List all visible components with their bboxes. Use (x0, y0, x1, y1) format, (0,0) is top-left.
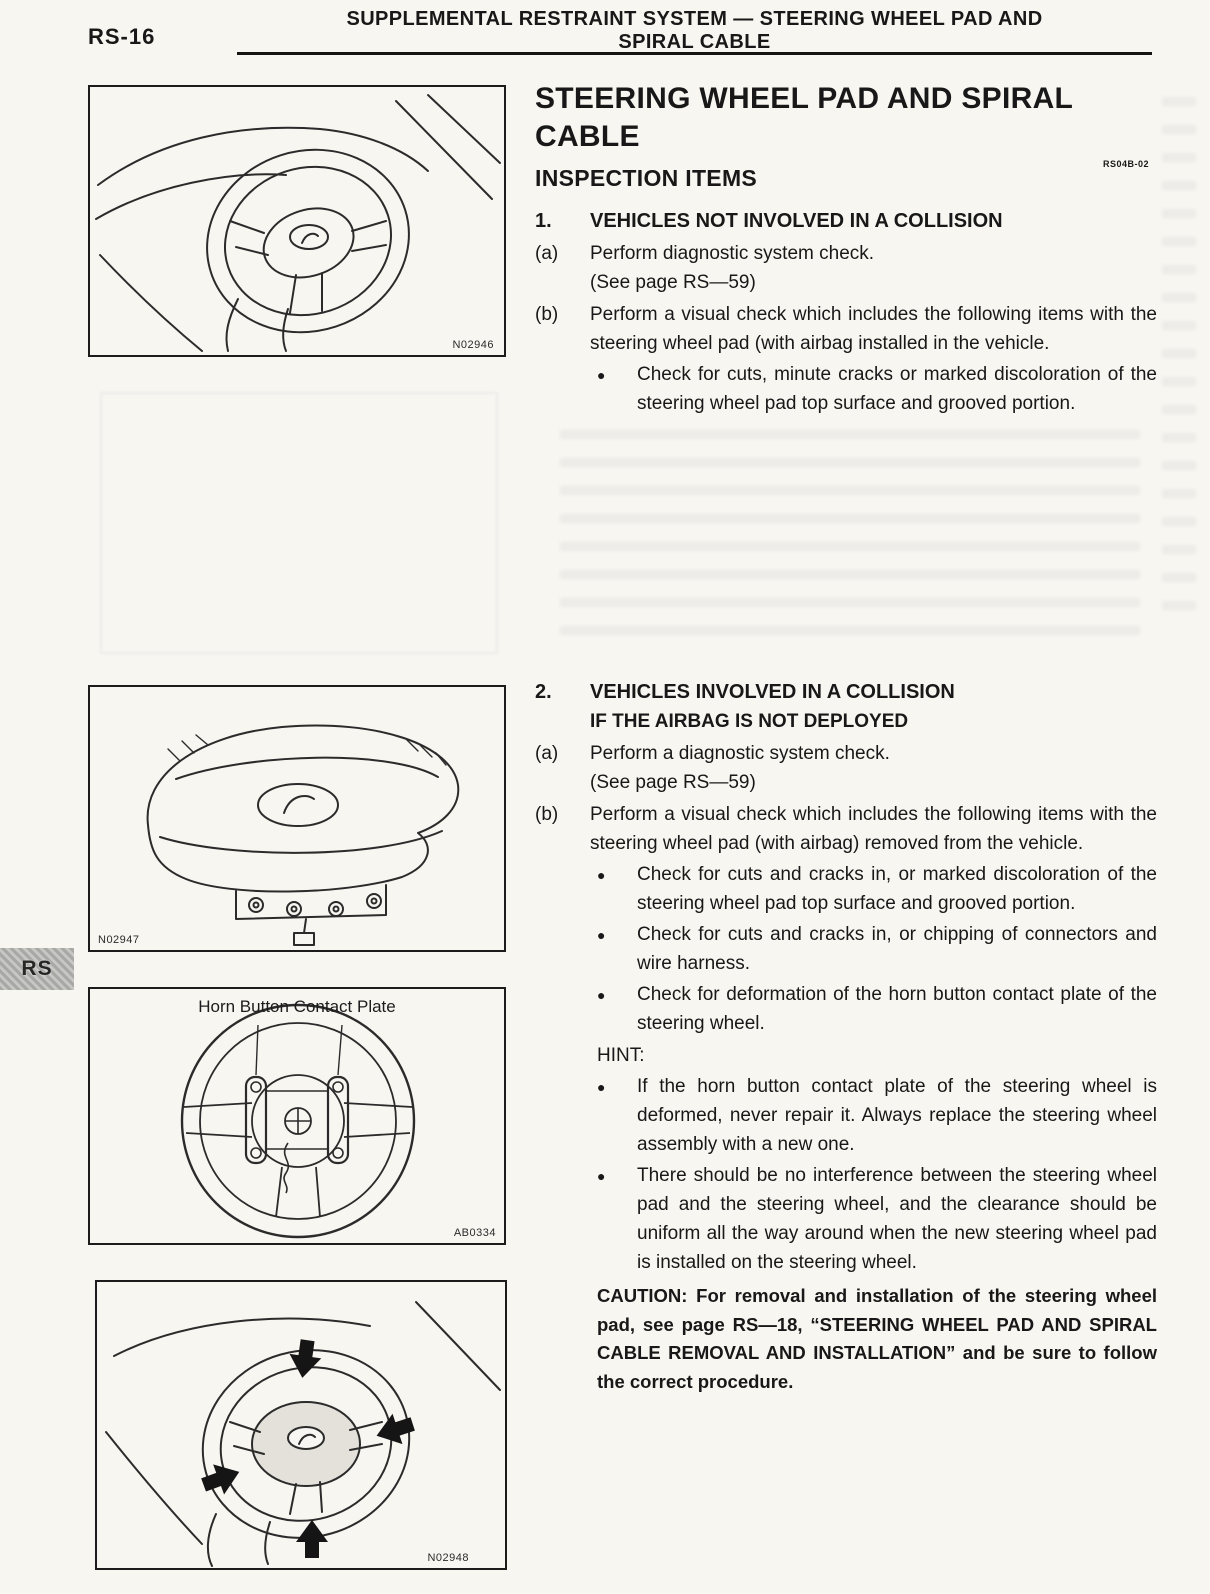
bleed-through-artifact (1162, 90, 1196, 610)
doc-code: RS04B-02 (1102, 159, 1149, 169)
step-text: Perform a visual check which includes th… (590, 304, 1157, 354)
step-a-line2: (See page RS—59) (590, 272, 756, 293)
section-2-heading: 2. VEHICLES INVOLVED IN A COLLISION (535, 678, 1157, 707)
step-b: (b) Perform a visual check which include… (535, 800, 1157, 858)
page-header-title: SUPPLEMENTAL RESTRAINT SYSTEM — STEERING… (237, 8, 1152, 54)
bullet-text: There should be no interference between … (637, 1165, 1157, 1273)
bleed-through-artifact (100, 392, 498, 654)
figure-code: N02948 (427, 1552, 469, 1564)
hint-label: HINT: (597, 1045, 645, 1066)
caution-note: CAUTION: For removal and installation of… (597, 1285, 1157, 1392)
bullet-text: Check for deformation of the horn button… (637, 984, 1157, 1034)
header-line1: SUPPLEMENTAL RESTRAINT SYSTEM — STEERING… (346, 8, 1043, 30)
bullet-text: Check for cuts and cracks in, or chippin… (637, 924, 1157, 974)
bullet-icon: ● (597, 367, 606, 383)
figure-label: Horn Button Contact Plate (198, 997, 396, 1016)
check-bullet: ● Check for cuts and cracks in, or chipp… (597, 920, 1157, 978)
section-1-number: 1. (535, 210, 552, 232)
figure-horn-button-contact-plate: Horn Button Contact Plate AB0334 (88, 987, 506, 1245)
inspection-items-heading: INSPECTION ITEMS (535, 165, 758, 191)
step-text: Perform a visual check which includes th… (590, 804, 1157, 854)
step-a: (a) Perform a diagnostic system check. (… (535, 739, 1157, 797)
section-1-heading-text: VEHICLES NOT INVOLVED IN A COLLISION (590, 210, 1003, 232)
bleed-through-artifact (560, 420, 1140, 635)
section-1-heading: 1. VEHICLES NOT INVOLVED IN A COLLISION (535, 207, 1157, 236)
bullet-icon: ● (597, 1079, 606, 1095)
step-a-line1: Perform diagnostic system check. (590, 243, 875, 264)
bullet-icon: ● (597, 987, 606, 1003)
check-bullet: ● Check for cuts and cracks in, or marke… (597, 860, 1157, 918)
figure-steering-wheel-in-dash: N02946 (88, 85, 506, 357)
page-number: RS-16 (88, 24, 156, 49)
step-a: (a) Perform diagnostic system check. (Se… (535, 239, 1157, 297)
step-marker: (a) (535, 243, 559, 264)
bullet-icon: ● (597, 867, 606, 883)
pad-clearance-drawing (105, 1301, 501, 1567)
section-1: STEERING WHEEL PAD AND SPIRAL CABLE RS04… (535, 80, 1157, 418)
hint-bullet: ● There should be no interference betwee… (597, 1161, 1157, 1277)
figure-code: AB0334 (453, 1227, 496, 1239)
step-marker: (b) (535, 804, 559, 825)
step-text: Perform diagnostic system check. (See pa… (590, 239, 1157, 297)
figure-code: N02947 (98, 934, 140, 946)
section-2-number: 2. (535, 681, 552, 703)
hint-bullet: ● If the horn button contact plate of th… (597, 1072, 1157, 1159)
steering-wheel-dash-drawing (95, 94, 501, 352)
figure-code: N02946 (452, 339, 494, 351)
bullet-icon: ● (597, 927, 606, 943)
step-marker: (b) (535, 304, 559, 325)
step-a-line1: Perform a diagnostic system check. (590, 743, 890, 764)
bullet-text: Check for cuts and cracks in, or marked … (637, 864, 1157, 914)
section-2-heading-text: VEHICLES INVOLVED IN A COLLISION (590, 681, 955, 703)
bullet-icon: ● (597, 1168, 606, 1184)
section-2-subheading: IF THE AIRBAG IS NOT DEPLOYED (590, 711, 909, 732)
step-a-line2: (See page RS—59) (590, 772, 756, 793)
steering-wheel-pad-drawing (146, 724, 460, 946)
section-2: 2. VEHICLES INVOLVED IN A COLLISION IF T… (535, 678, 1157, 1396)
bullet-text: If the horn button contact plate of the … (637, 1076, 1157, 1155)
header-line2: SPIRAL CABLE (618, 31, 771, 53)
bullet-text: Check for cuts, minute cracks or marked … (637, 364, 1157, 414)
check-bullet: ● Check for deformation of the horn butt… (597, 980, 1157, 1038)
figure-pad-clearance-check: N02948 (95, 1280, 507, 1570)
step-marker: (a) (535, 743, 559, 764)
figure-steering-wheel-pad: N02947 (88, 685, 506, 952)
check-bullet: ● Check for cuts, minute cracks or marke… (597, 360, 1157, 418)
clearance-arrows (201, 1339, 415, 1558)
header-rule (237, 52, 1152, 55)
step-text: Perform a diagnostic system check. (See … (590, 739, 1157, 797)
horn-button-contact-plate-drawing (180, 1003, 416, 1239)
page-title: STEERING WHEEL PAD AND SPIRAL CABLE (535, 82, 1073, 153)
step-b: (b) Perform a visual check which include… (535, 300, 1157, 358)
side-tab-label: RS (21, 957, 53, 980)
section-side-tab: RS (0, 948, 74, 990)
